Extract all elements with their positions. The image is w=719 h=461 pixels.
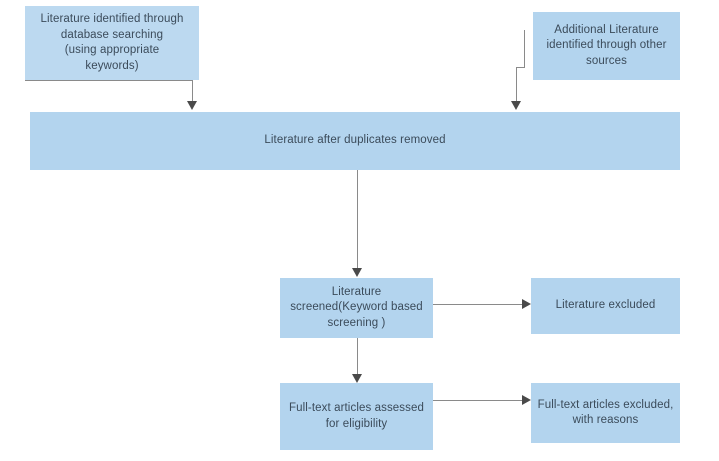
node-fulltext-articles-excluded[interactable]: Full-text articles excluded, with reason… bbox=[531, 383, 680, 443]
node-literature-after-duplicates-removed[interactable]: Literature after duplicates removed bbox=[30, 112, 680, 170]
connector-segment-horizontal bbox=[433, 304, 523, 305]
node-fulltext-articles-assessed[interactable]: Full-text articles assessed for eligibil… bbox=[280, 383, 433, 450]
node-literature-screened[interactable]: Literature screened(Keyword based screen… bbox=[280, 278, 433, 338]
connector-segment-vertical bbox=[357, 170, 358, 269]
connector-segment-horizontal bbox=[516, 67, 525, 68]
arrowhead-down-icon bbox=[352, 374, 362, 383]
connector-segment-horizontal bbox=[25, 80, 193, 81]
arrowhead-down-icon bbox=[187, 101, 197, 110]
node-literature-excluded[interactable]: Literature excluded bbox=[531, 278, 680, 334]
node-label: Full-text articles excluded, with reason… bbox=[537, 398, 674, 427]
node-additional-literature-other-sources[interactable]: Additional Literature identified through… bbox=[533, 12, 680, 80]
connector-segment-vertical bbox=[192, 80, 193, 103]
node-label: Literature screened(Keyword based screen… bbox=[290, 285, 423, 329]
arrowhead-right-icon bbox=[522, 395, 531, 405]
connector-segment-vertical bbox=[516, 67, 517, 103]
arrowhead-down-icon bbox=[511, 101, 521, 110]
node-literature-identified-database[interactable]: Literature identified through database s… bbox=[25, 6, 199, 80]
node-label: Literature after duplicates removed bbox=[264, 134, 446, 147]
arrowhead-down-icon bbox=[352, 268, 362, 277]
node-label: Literature identified through database s… bbox=[40, 13, 184, 72]
arrowhead-right-icon bbox=[522, 299, 531, 309]
connector-segment-vertical bbox=[357, 338, 358, 375]
connector-segment-vertical bbox=[524, 30, 525, 68]
node-label: Literature excluded bbox=[555, 299, 656, 312]
node-label: Additional Literature identified through… bbox=[546, 23, 667, 67]
connector-segment-horizontal bbox=[433, 400, 523, 401]
node-label: Full-text articles assessed for eligibil… bbox=[289, 402, 424, 430]
